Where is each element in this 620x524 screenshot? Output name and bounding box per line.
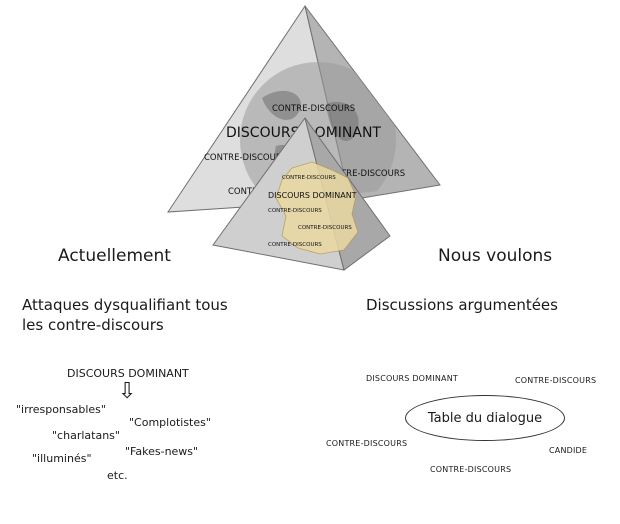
dialogue-table: Table du dialogue	[405, 395, 565, 441]
left-dominant-discourse: DISCOURS DOMINANT	[67, 367, 189, 380]
small-pyramid-label-4: CONTRE-DISCOURS	[268, 242, 322, 248]
large-pyramid-label-2: CONTRE-DISCOURS	[204, 153, 287, 163]
france-shape	[275, 161, 359, 255]
insult-illumines: "illuminés"	[32, 452, 92, 465]
small-pyramid: CONTRE-DISCOURS DISCOURS DOMINANT CONTRE…	[212, 116, 391, 271]
left-subtitle-line2: les contre-discours	[22, 316, 164, 334]
insult-irresponsables: "irresponsables"	[16, 403, 106, 416]
insult-complotistes: "Complotistes"	[129, 416, 211, 429]
dialogue-table-label: Table du dialogue	[427, 410, 543, 426]
participant-counter-1: CONTRE-DISCOURS	[515, 376, 597, 385]
right-heading: Nous voulons	[438, 246, 553, 266]
small-pyramid-label-0: CONTRE-DISCOURS	[282, 175, 336, 181]
participant-counter-3: CONTRE-DISCOURS	[430, 465, 512, 474]
left-heading: Actuellement	[58, 246, 171, 266]
down-arrow-icon: ⇩	[118, 379, 137, 404]
pyramids-illustration: CONTRE-DISCOURS DISCOURS DOMINANT CONTRE…	[167, 4, 441, 271]
large-pyramid-label-3: CONTRE-DISCOURS	[322, 169, 405, 179]
small-pyramid-label-3: CONTRE-DISCOURS	[298, 225, 352, 231]
small-pyramid-label-1: DISCOURS DOMINANT	[268, 191, 357, 200]
right-subtitle: Discussions argumentées	[366, 296, 558, 314]
insult-charlatans: "charlatans"	[52, 429, 120, 442]
france-map	[275, 161, 359, 255]
participant-dominant: DISCOURS DOMINANT	[366, 374, 458, 383]
insult-etc: etc.	[107, 469, 128, 482]
left-subtitle-line1: Attaques dysqualifiant tous	[22, 296, 228, 314]
large-pyramid-label-0: CONTRE-DISCOURS	[272, 104, 355, 114]
insult-fakes-news: "Fakes-news"	[125, 445, 199, 458]
small-pyramid-label-2: CONTRE-DISCOURS	[268, 208, 322, 214]
participant-candide: CANDIDE	[549, 446, 588, 455]
participant-counter-2: CONTRE-DISCOURS	[326, 439, 408, 448]
